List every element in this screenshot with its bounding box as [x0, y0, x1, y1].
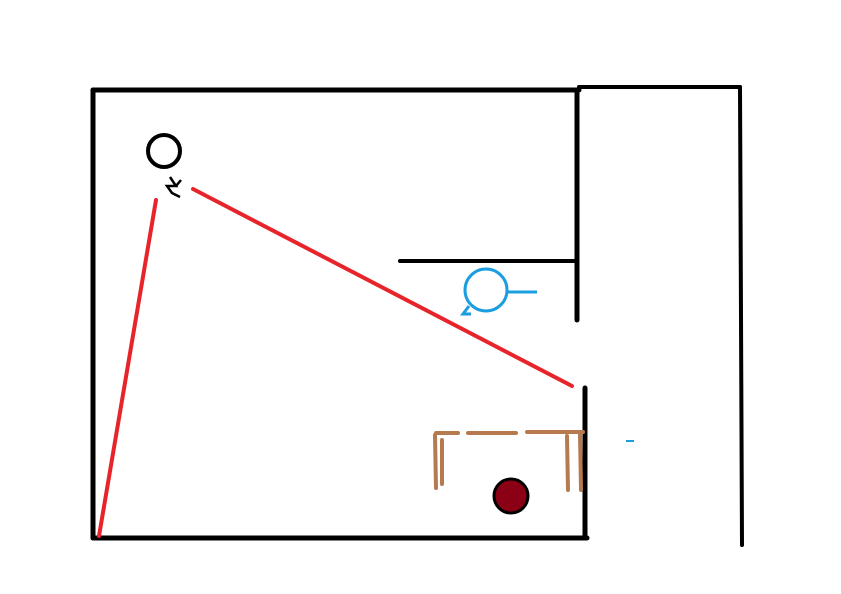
corridor-walls — [577, 85, 744, 547]
desk-leg-right-b — [578, 432, 583, 492]
red-object — [492, 477, 530, 515]
target-figure — [460, 267, 634, 442]
line-of-sight-left — [97, 198, 158, 538]
target-foot-icon — [460, 305, 471, 316]
observer-figure — [146, 133, 182, 199]
corridor-wall-right — [738, 85, 744, 547]
desk — [433, 430, 585, 492]
desk-leg-right-a — [565, 434, 570, 492]
room-walls — [90, 87, 590, 541]
target-head-icon — [463, 267, 509, 313]
line-of-sight-right — [191, 187, 574, 388]
observer-head-icon — [146, 133, 182, 169]
desk-leg-left-a — [433, 433, 438, 490]
lines-of-sight — [97, 187, 574, 538]
observer-body-icon — [164, 176, 182, 199]
